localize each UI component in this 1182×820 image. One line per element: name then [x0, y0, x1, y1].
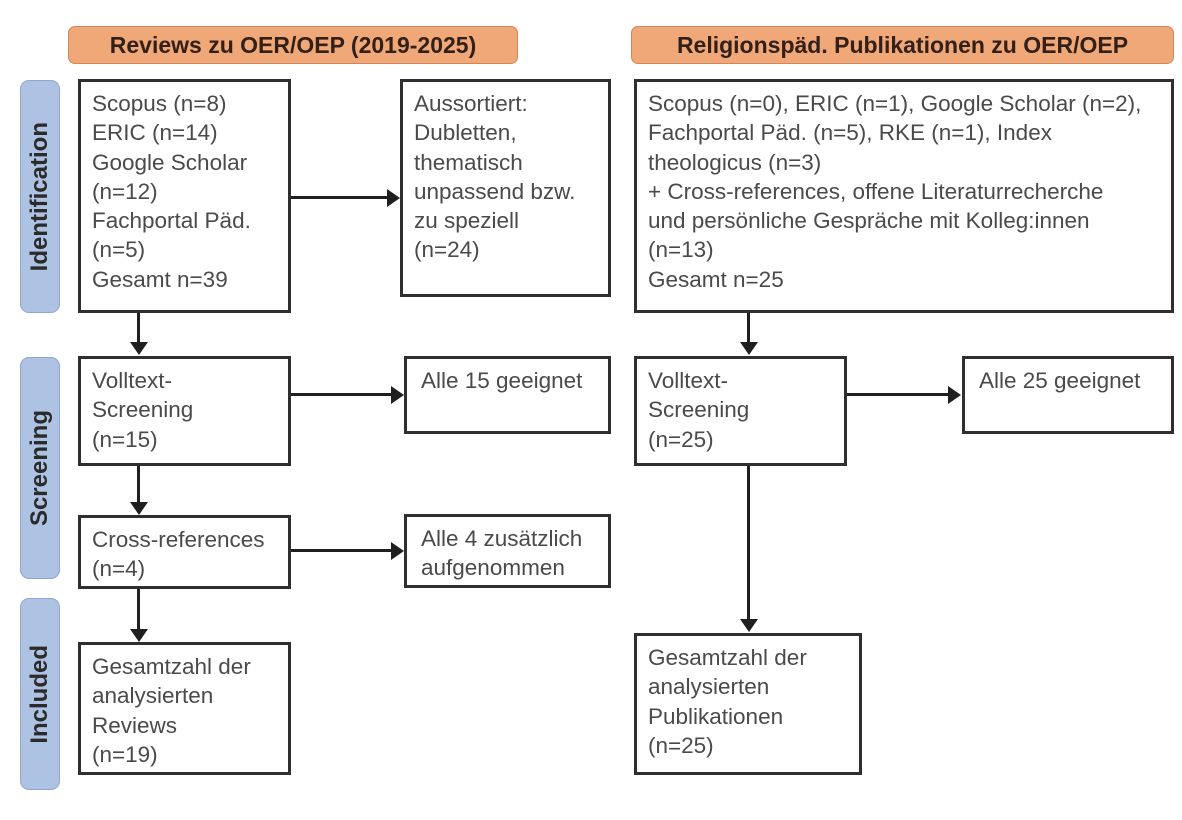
- right-included-line-2: analysierten: [648, 674, 770, 700]
- stage-bar-screening: Screening: [20, 357, 60, 579]
- left-included-line-2: analysierten: [92, 683, 214, 709]
- connector-left-crossrefs-to-included: [137, 589, 140, 631]
- right-fulltext-screening-box: Volltext- Screening (n=25): [634, 356, 847, 466]
- arrowhead-left-crossrefs-to-result: [391, 542, 404, 560]
- left-sources-line-1: Scopus (n=8): [92, 91, 227, 116]
- right-fulltext-screening-line-3: (n=25): [648, 426, 714, 452]
- connector-left-crossrefs-to-result: [291, 549, 391, 552]
- stage-bar-identification: Identification: [20, 80, 60, 313]
- left-fulltext-screening-line-3: (n=15): [92, 426, 158, 452]
- right-sources-line-5: und persönliche Gespräche mit Kolleg:inn…: [648, 208, 1090, 233]
- left-sources-line-5: Fachportal Päd.: [92, 208, 251, 233]
- left-fulltext-screening-line-1: Volltext-: [92, 368, 173, 393]
- connector-left-sources-to-screening: [137, 313, 140, 344]
- left-excluded-box: Aussortiert: Dubletten, thematisch unpas…: [400, 79, 611, 297]
- stage-bar-screening-label: Screening: [26, 409, 53, 527]
- left-crossreferences-line-1: Cross-references: [92, 527, 265, 552]
- left-excluded-line-5: zu speziell: [414, 208, 520, 233]
- left-screening-result-line-1: Alle 15 geeignet: [421, 368, 583, 393]
- arrowhead-left-screening-to-crossrefs: [130, 502, 148, 515]
- left-sources-box: Scopus (n=8) ERIC (n=14) Google Scholar …: [78, 79, 291, 313]
- right-included-line-1: Gesamtzahl der: [648, 645, 807, 670]
- right-screening-result-line-1: Alle 25 geeignet: [979, 368, 1141, 393]
- left-crossreferences-box: Cross-references (n=4): [78, 515, 291, 589]
- right-screening-result-box: Alle 25 geeignet: [962, 356, 1174, 434]
- arrowhead-right-sources-to-screening: [740, 342, 758, 355]
- connector-left-screening-to-result: [291, 393, 391, 396]
- left-fulltext-screening-box: Volltext- Screening (n=15): [78, 356, 291, 466]
- connector-right-screening-to-result: [847, 393, 948, 396]
- left-excluded-line-6: (n=24): [414, 237, 480, 263]
- right-sources-line-7: Gesamt n=25: [648, 266, 784, 292]
- arrowhead-left-sources-to-screening: [130, 342, 148, 355]
- left-excluded-line-4: unpassend bzw.: [414, 178, 576, 204]
- left-sources-line-7: Gesamt n=39: [92, 266, 228, 292]
- left-excluded-line-3: thematisch: [414, 149, 523, 175]
- right-sources-box: Scopus (n=0), ERIC (n=1), Google Scholar…: [634, 79, 1174, 313]
- column-header-reviews-label: Reviews zu OER/OEP (2019-2025): [109, 31, 477, 58]
- left-crossreferences-line-2: (n=4): [92, 556, 146, 582]
- left-fulltext-screening-line-2: Screening: [92, 397, 194, 423]
- left-included-box: Gesamtzahl der analysierten Reviews (n=1…: [78, 642, 291, 775]
- left-included-line-1: Gesamtzahl der: [92, 654, 251, 679]
- connector-left-sources-to-excluded: [291, 196, 387, 199]
- left-sources-line-6: (n=5): [92, 237, 146, 263]
- arrowhead-right-screening-to-result: [948, 386, 961, 404]
- left-included-line-3: Reviews: [92, 712, 178, 738]
- right-sources-line-6: (n=13): [648, 237, 714, 263]
- arrowhead-left-crossrefs-to-included: [130, 629, 148, 642]
- connector-left-screening-to-crossrefs: [137, 466, 140, 504]
- column-header-religionspaed: Religionspäd. Publikationen zu OER/OEP: [631, 26, 1174, 64]
- left-crossreferences-result-box: Alle 4 zusätzlich aufgenommen: [404, 514, 611, 588]
- left-crossreferences-result-line-2: aufgenommen: [421, 555, 565, 581]
- left-sources-line-3: Google Scholar: [92, 149, 248, 175]
- right-included-box: Gesamtzahl der analysierten Publikatione…: [634, 633, 862, 775]
- stage-bar-identification-label: Identification: [26, 121, 53, 272]
- left-included-line-4: (n=19): [92, 741, 158, 767]
- connector-right-sources-to-screening: [747, 313, 750, 344]
- right-sources-line-4: + Cross-references, offene Literaturrech…: [648, 178, 1104, 204]
- right-fulltext-screening-line-1: Volltext-: [648, 368, 729, 393]
- stage-bar-included: Included: [20, 598, 60, 790]
- left-screening-result-box: Alle 15 geeignet: [404, 356, 611, 434]
- right-sources-line-2: Fachportal Päd. (n=5), RKE (n=1), Index: [648, 120, 1052, 146]
- arrowhead-left-screening-to-result: [391, 386, 404, 404]
- connector-right-screening-to-included: [747, 466, 750, 621]
- arrowhead-right-screening-to-included: [740, 619, 758, 632]
- right-included-line-3: Publikationen: [648, 703, 784, 729]
- stage-bar-included-label: Included: [26, 644, 53, 744]
- left-excluded-line-2: Dubletten,: [414, 120, 517, 146]
- arrowhead-left-sources-to-excluded: [387, 189, 400, 207]
- left-sources-line-4: (n=12): [92, 178, 158, 204]
- right-fulltext-screening-line-2: Screening: [648, 397, 750, 423]
- left-excluded-line-1: Aussortiert:: [414, 91, 528, 116]
- right-sources-line-1: Scopus (n=0), ERIC (n=1), Google Scholar…: [648, 91, 1142, 116]
- column-header-religionspaed-label: Religionspäd. Publikationen zu OER/OEP: [676, 31, 1129, 58]
- right-sources-line-3: theologicus (n=3): [648, 149, 822, 175]
- left-sources-line-2: ERIC (n=14): [92, 120, 218, 146]
- right-included-line-4: (n=25): [648, 732, 714, 758]
- column-header-reviews: Reviews zu OER/OEP (2019-2025): [68, 26, 518, 64]
- left-crossreferences-result-line-1: Alle 4 zusätzlich: [421, 526, 583, 551]
